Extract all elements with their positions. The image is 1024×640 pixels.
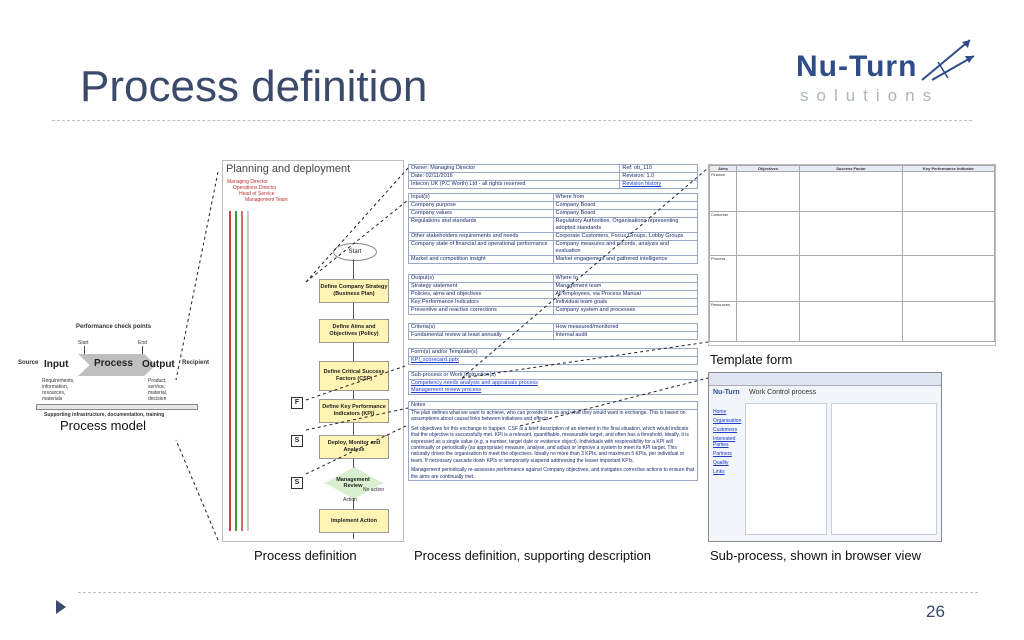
caption-template: Template form bbox=[710, 352, 793, 367]
browser-window: Nu-Turn Work Control process Home Organi… bbox=[708, 372, 942, 542]
competency-link[interactable]: Competency needs analysis and appraisals… bbox=[411, 380, 538, 386]
browser-logo: Nu-Turn bbox=[713, 389, 740, 396]
swimlane-line bbox=[235, 211, 237, 531]
process-model-diagram: Performance check points Start End Sourc… bbox=[18, 320, 218, 450]
form-subprocess-table: Sub-process or Work Instruction(s) Compe… bbox=[408, 371, 698, 395]
caption-subprocess: Sub-process, shown in browser view bbox=[710, 548, 921, 563]
flow-box-csf: Define Critical Success Factors (CSF) bbox=[319, 361, 389, 391]
browser-flow-panel bbox=[745, 403, 827, 535]
browser-toolbar bbox=[709, 373, 941, 386]
form-company: Intecon UK (P.C Worth) Ltd - all rights … bbox=[407, 180, 621, 189]
form-criteria-table: Criteria(s)How measured/monitored Fundam… bbox=[408, 323, 698, 340]
pm-output: Output bbox=[142, 359, 175, 370]
pm-process-chevron bbox=[78, 354, 156, 376]
management-review-link[interactable]: Management review process bbox=[411, 387, 482, 393]
slide-title: Process definition bbox=[80, 62, 428, 111]
browser-nav: Home Organisation Customers Interested P… bbox=[713, 409, 742, 478]
pm-input: Input bbox=[44, 359, 69, 370]
browser-form-panel bbox=[831, 403, 937, 535]
flow-role: Management Team bbox=[245, 197, 288, 203]
caption-supporting: Process definition, supporting descripti… bbox=[414, 548, 652, 563]
flow-decision-yes: Action bbox=[343, 497, 357, 503]
flow-box-kpi: Define Key Performance Indicators (KPI) bbox=[319, 399, 389, 423]
pm-check-line bbox=[142, 346, 143, 358]
pm-end: End bbox=[138, 340, 147, 346]
notes-paragraph: Set objectives for this exchange to happ… bbox=[411, 425, 689, 464]
pm-check-line bbox=[84, 346, 85, 358]
form-templates-table: Form(s) and/or Template(s) KPI_scorecard… bbox=[408, 348, 698, 365]
revision-history-link[interactable]: Revision history bbox=[622, 181, 662, 187]
swimlane-line bbox=[229, 211, 231, 531]
table-row: Company state of financial and operation… bbox=[408, 240, 698, 256]
pm-source: Source bbox=[18, 360, 39, 366]
play-icon bbox=[56, 600, 66, 614]
browser-nav-item[interactable]: Customers bbox=[713, 427, 738, 433]
table-cell: Market engagement and gathered intellige… bbox=[552, 255, 698, 264]
flow-box-implement: Implement Action bbox=[319, 509, 389, 533]
browser-nav-item[interactable]: Organisation bbox=[713, 418, 742, 424]
pm-support-bar bbox=[36, 404, 198, 410]
footer-divider bbox=[78, 592, 978, 593]
flow-decision-no: No action bbox=[363, 487, 385, 493]
table-cell: Internal audit bbox=[552, 331, 698, 340]
form-marker[interactable]: F bbox=[291, 397, 303, 409]
pm-bottom-label: Supporting infrastructure, documentation… bbox=[44, 412, 165, 418]
template-group: Resources bbox=[709, 301, 737, 342]
browser-nav-item[interactable]: Quality bbox=[713, 460, 729, 466]
flow-title: Planning and deployment bbox=[226, 163, 351, 175]
subprocess-marker[interactable]: S bbox=[291, 435, 303, 447]
flow-role: Head of Service bbox=[239, 191, 275, 197]
caption-process-definition: Process definition bbox=[254, 548, 357, 563]
browser-page-title: Work Control process bbox=[749, 389, 817, 396]
flow-box-aims: Define Aims and Objectives (Policy) bbox=[319, 319, 389, 343]
browser-nav-item[interactable]: Partners bbox=[713, 451, 732, 457]
pm-process: Process bbox=[94, 358, 133, 369]
swimlane-line bbox=[241, 211, 243, 531]
header-divider bbox=[52, 120, 972, 121]
flow-box-strategy: Define Company Strategy (Business Plan) bbox=[319, 279, 389, 303]
pm-input-detail: Requirements, information, resources, ma… bbox=[42, 378, 75, 402]
kpi-scorecard-link[interactable]: KPI_scorecard.pptx bbox=[411, 357, 459, 363]
form-notes-table: Notes The plan defines what we want to a… bbox=[408, 401, 698, 482]
arrows-logo-icon bbox=[921, 39, 975, 81]
notes-paragraph: The plan defines what we want to achieve… bbox=[411, 410, 686, 423]
page-number: 26 bbox=[926, 602, 945, 621]
swimlane-line bbox=[247, 211, 249, 531]
notes-paragraph: Management periodically re-assesses perf… bbox=[411, 467, 695, 480]
subprocess-marker[interactable]: S bbox=[291, 477, 303, 489]
browser-nav-item[interactable]: Home bbox=[713, 409, 727, 415]
template-group: Customer bbox=[709, 211, 737, 256]
company-logo-tagline: solutions bbox=[800, 86, 940, 105]
pm-top-label: Performance check points bbox=[76, 324, 152, 330]
company-logo: Nu-Turn bbox=[796, 50, 918, 83]
caption-process-model: Process model bbox=[60, 418, 146, 433]
pm-recipient: Recipient bbox=[182, 360, 210, 366]
flow-decision-review: Management Review bbox=[336, 477, 370, 489]
flow-role: Managing Director bbox=[227, 179, 268, 185]
process-flow-diagram: Planning and deployment Managing Directo… bbox=[222, 160, 404, 542]
flow-box-deploy: Deploy, Monitor and Analyse bbox=[319, 435, 389, 459]
pm-output-detail: Product, service, material, decision bbox=[148, 378, 168, 402]
flow-start: Start bbox=[333, 243, 377, 261]
browser-nav-item[interactable]: Links bbox=[713, 469, 725, 475]
flow-role: Operations Director bbox=[233, 185, 277, 191]
pm-start: Start bbox=[78, 340, 89, 346]
template-table: Aims Objectives Success Factor Key Perfo… bbox=[709, 165, 995, 342]
browser-nav-item[interactable]: Interested Parties bbox=[713, 436, 736, 448]
template-form: Aims Objectives Success Factor Key Perfo… bbox=[708, 164, 996, 346]
table-cell: Company system and processes bbox=[552, 306, 698, 315]
